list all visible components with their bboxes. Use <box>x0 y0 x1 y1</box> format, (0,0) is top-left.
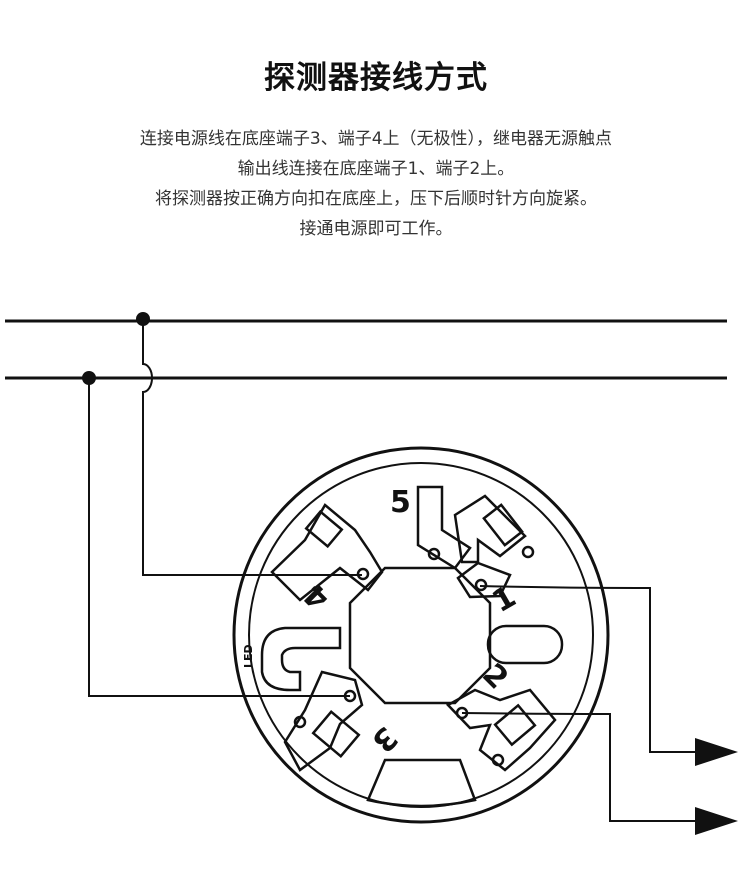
instruction-line-1: 连接电源线在底座端子3、端子4上（无极性），继电器无源触点 <box>139 129 613 149</box>
terminal-5 <box>416 485 472 570</box>
wire-from-terminal-1 <box>479 585 700 753</box>
instructions: 连接电源线在底座端子3、端子4上（无极性），继电器无源触点 输出线连接在底座端子… <box>0 124 752 244</box>
oval-slot <box>486 624 564 665</box>
terminal-label-5: 5 <box>390 485 411 520</box>
page-title: 探测器接线方式 <box>264 60 488 96</box>
led-label: LED <box>242 644 255 668</box>
instruction-line-3: 将探测器按正确方向扣在底座上，压下后顺时针方向旋紧。 <box>155 189 597 209</box>
arrow-output-2 <box>695 807 738 835</box>
arrow-output-1 <box>695 738 738 766</box>
base-inner-ring <box>248 462 594 808</box>
instruction-line-2: 输出线连接在底座端子1、端子2上。 <box>237 159 515 179</box>
terminal-label-3: 3 <box>365 719 405 759</box>
terminal-1 <box>456 561 512 599</box>
power-lines <box>5 319 727 380</box>
terminal-label-4: 4 <box>297 577 337 617</box>
terminal-2 <box>445 688 557 772</box>
center-opening <box>348 566 492 705</box>
bottom-window <box>366 758 477 808</box>
detector-base <box>232 446 610 824</box>
tab-top-right <box>453 494 535 564</box>
base-outer-ring <box>232 446 610 824</box>
led-socket <box>260 626 342 692</box>
instruction-line-4: 接通电源即可工作。 <box>299 219 453 239</box>
wire-to-terminal-4 <box>142 319 362 576</box>
wire-to-terminal-3 <box>88 378 350 697</box>
terminal-3 <box>283 670 364 772</box>
terminal-4 <box>270 503 384 602</box>
